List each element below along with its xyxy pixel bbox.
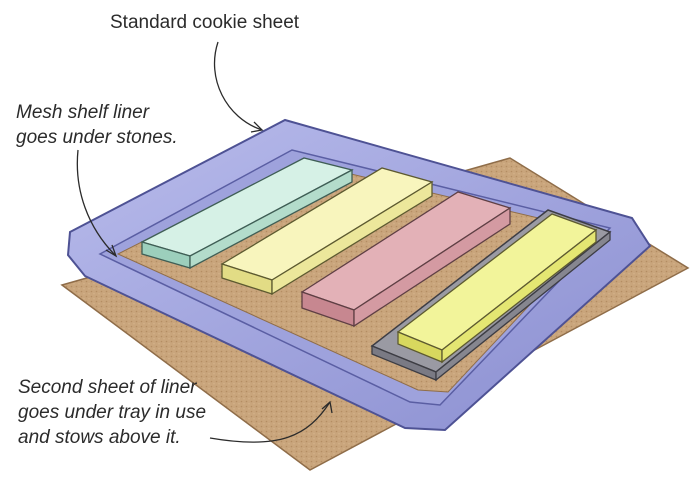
label-line: Second sheet of liner [18, 377, 197, 398]
label-mesh-shelf-liner: Mesh shelf liner goes under stones. [16, 100, 178, 150]
stone-green [140, 157, 354, 270]
label-standard-cookie-sheet: Standard cookie sheet [110, 10, 299, 35]
leader-second-sheet [209, 401, 331, 443]
label-line: goes under tray in use [18, 402, 207, 423]
stone-pink [300, 191, 512, 328]
leader-mesh-liner [76, 149, 117, 257]
label-line: Standard cookie sheet [110, 12, 300, 33]
stone-bright-yellow [396, 213, 598, 364]
label-line: goes under stones. [16, 127, 178, 148]
label-line: Mesh shelf liner [16, 102, 150, 123]
leader-cookie-sheet [213, 41, 263, 131]
stone-yellow [220, 167, 434, 296]
label-line: and stows above it. [18, 427, 181, 448]
label-second-sheet-of-liner: Second sheet of liner goes under tray in… [18, 375, 206, 450]
